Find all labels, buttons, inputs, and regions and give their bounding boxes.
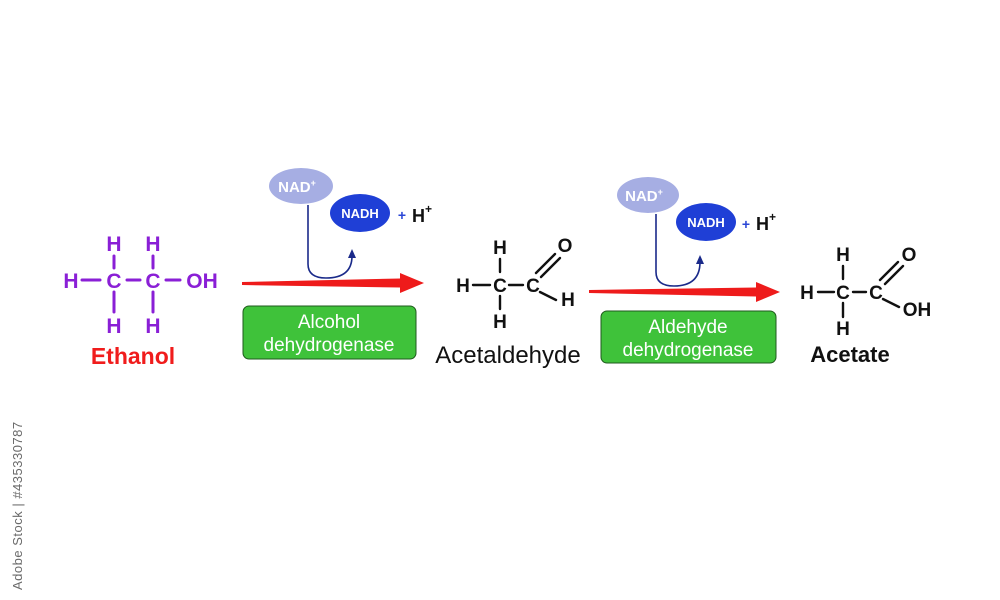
reaction-2-proton: H xyxy=(756,214,769,234)
reaction-1-nadh-ellipse xyxy=(330,194,390,232)
acetate-atom-c1: C xyxy=(836,283,850,304)
reaction-1-proton: H xyxy=(412,206,425,226)
reaction-2-enzyme-line1: Aldehyde xyxy=(648,317,727,338)
reaction-2-plus: + xyxy=(742,216,750,232)
acetate-atom-o: O xyxy=(902,245,917,266)
reaction-1-nadh-label: NADH xyxy=(341,206,379,221)
reaction-1-cofactor-arrowhead xyxy=(348,249,356,258)
acetaldehyde-atom-h-bot: H xyxy=(493,312,507,333)
ethanol-atom-h-top2: H xyxy=(145,233,160,256)
bond-c2-o-2 xyxy=(883,264,905,286)
acetaldehyde-structure: H H C C O H H Acetaldehyde xyxy=(435,236,580,369)
ethanol-atom-h-top1: H xyxy=(106,233,121,256)
reaction-1-nad-ellipse xyxy=(269,168,333,204)
acetate-atom-h-left: H xyxy=(800,283,814,304)
acetaldehyde-atom-h-top: H xyxy=(493,238,507,259)
acetaldehyde-atom-o: O xyxy=(558,236,573,257)
ethanol-atom-c1: C xyxy=(106,270,121,293)
acetaldehyde-atom-h-left: H xyxy=(456,276,470,297)
reaction-1-nad-label: NAD xyxy=(278,179,311,196)
reaction-2-arrow xyxy=(589,282,780,302)
bond-c2-oh xyxy=(881,297,901,309)
reaction-1-plus: + xyxy=(398,207,406,223)
reaction-1-cofactor-curve xyxy=(307,205,353,279)
svg-text:H+: H+ xyxy=(756,210,776,234)
reaction-2-nadh-label: NADH xyxy=(687,215,725,230)
reaction-2: NAD+ NADH + H+ Aldehyde dehydrogenase xyxy=(589,177,780,364)
svg-text:NAD+: NAD+ xyxy=(625,187,663,205)
bond-c2-o-1 xyxy=(534,252,557,275)
acetate-label: Acetate xyxy=(810,342,889,367)
svg-text:H+: H+ xyxy=(412,202,432,226)
ethanol-atom-h-bot2: H xyxy=(145,315,160,338)
ethanol-atom-h-left: H xyxy=(63,270,78,293)
ethanol-label: Ethanol xyxy=(91,343,175,369)
acetate-atom-c2: C xyxy=(869,283,883,304)
ethanol-structure: H H H C C OH H H Ethanol xyxy=(63,233,217,369)
reaction-2-nad-label: NAD xyxy=(625,188,658,205)
svg-text:NAD+: NAD+ xyxy=(278,178,316,196)
reaction-1-proton-charge: + xyxy=(425,202,432,216)
reaction-2-enzyme-line2: dehydrogenase xyxy=(623,340,754,361)
reaction-1-nad-charge: + xyxy=(311,178,316,188)
reaction-2-cofactor-curve xyxy=(655,214,701,287)
bond-c2-o-1 xyxy=(878,260,900,282)
acetaldehyde-atom-c1: C xyxy=(493,276,507,297)
bond-c2-o-2 xyxy=(539,256,562,279)
ethanol-atom-c2: C xyxy=(145,270,160,293)
acetaldehyde-label: Acetaldehyde xyxy=(435,342,580,369)
acetaldehyde-atom-c2: C xyxy=(526,276,540,297)
acetaldehyde-atom-h-right: H xyxy=(561,290,575,311)
acetate-structure: H H C C O OH H Acetate xyxy=(800,245,931,367)
reaction-2-proton-charge: + xyxy=(769,210,776,224)
reaction-2-enzyme-box xyxy=(600,310,777,364)
acetate-atom-oh: OH xyxy=(903,300,932,321)
bond-c2-h xyxy=(538,290,558,302)
reaction-2-cofactor-arrowhead xyxy=(696,255,704,264)
acetate-atom-h-top: H xyxy=(836,245,850,266)
reaction-2-nad-ellipse xyxy=(617,177,679,213)
reaction-1: NAD+ NADH + H+ Alcohol dehydrogenase xyxy=(242,168,432,360)
reaction-2-nad-charge: + xyxy=(658,187,663,197)
stock-watermark-text: Adobe Stock | #435330787 xyxy=(10,421,25,590)
ethanol-atom-h-bot1: H xyxy=(106,315,121,338)
reaction-1-enzyme-line2: dehydrogenase xyxy=(264,335,395,356)
reaction-1-arrow xyxy=(242,273,424,293)
reaction-1-enzyme-box xyxy=(242,305,417,360)
ethanol-atom-oh: OH xyxy=(186,270,218,293)
acetate-atom-h-bot: H xyxy=(836,319,850,340)
reaction-2-nadh-ellipse xyxy=(676,203,736,241)
reaction-1-enzyme-line1: Alcohol xyxy=(298,312,360,333)
